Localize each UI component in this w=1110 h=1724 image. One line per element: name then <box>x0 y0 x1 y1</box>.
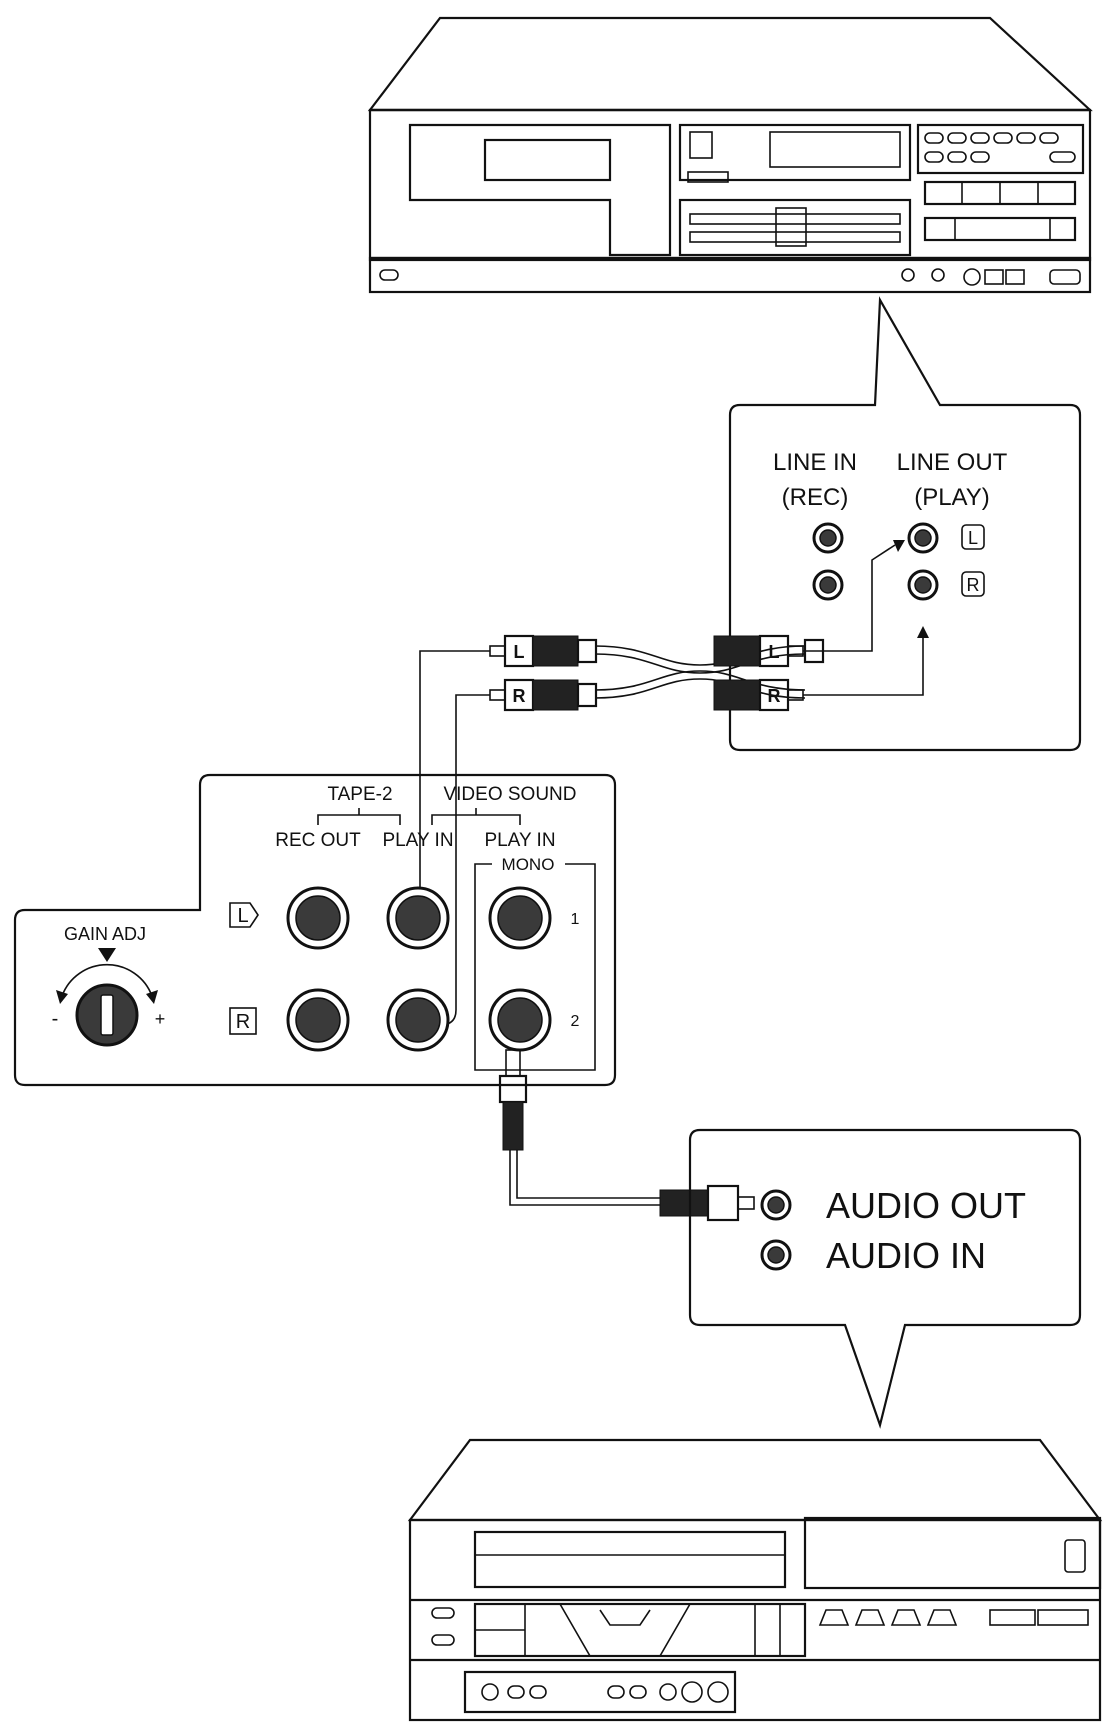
play-in-mono-label: PLAY IN <box>484 830 555 851</box>
plug-l-amp-label: L <box>514 642 525 662</box>
tape2-label: TAPE-2 <box>327 784 392 805</box>
bottom-vcr <box>407 1438 1103 1722</box>
audio-in-jack <box>760 1239 792 1271</box>
line-in-label: LINE IN <box>773 449 857 476</box>
plug-r-deck-label: R <box>768 686 781 706</box>
plug-r-deck-side <box>713 678 804 712</box>
line-out-ch-l-label: L <box>968 528 978 548</box>
line-in-jack-r <box>812 569 844 601</box>
play-in-jack-l <box>386 886 450 950</box>
rec-out-label: REC OUT <box>275 830 361 851</box>
top-tape-deck <box>367 16 1093 294</box>
gain-minus-label: - <box>52 1008 59 1030</box>
rec-out-jack-l <box>286 886 350 950</box>
mono-2-label: 2 <box>571 1013 580 1030</box>
audio-connections-callout: AUDIO OUT AUDIO IN <box>688 1128 1082 1429</box>
plug-l-amp-side <box>489 634 598 668</box>
plug-r-amp-label: R <box>513 686 526 706</box>
plug-l-deck-side <box>713 634 825 668</box>
line-out-jack-r <box>907 569 939 601</box>
row-r-label: R <box>236 1011 250 1033</box>
line-out-jack-l <box>907 522 939 554</box>
play-in-jack-r <box>386 988 450 1052</box>
audio-out-label: AUDIO OUT <box>826 1185 1026 1226</box>
line-connections-callout: LINE IN (REC) LINE OUT (PLAY) L R <box>728 296 1082 752</box>
stereo-rca-cable: L R L R <box>419 540 929 1026</box>
gain-adj-label: GAIN ADJ <box>64 924 146 944</box>
line-in-jack-l <box>812 522 844 554</box>
mono-label: MONO <box>502 855 555 874</box>
line-in-sublabel: (REC) <box>782 484 849 511</box>
gain-adj-knob[interactable] <box>75 983 139 1047</box>
line-out-label: LINE OUT <box>897 449 1008 476</box>
plug-r-amp-side <box>489 678 598 712</box>
line-out-ch-r-label: R <box>967 575 980 595</box>
video-sound-label: VIDEO SOUND <box>443 784 576 805</box>
mono-jack-1 <box>488 886 552 950</box>
mono-jack-2 <box>488 988 552 1052</box>
amplifier-rear-panel: TAPE-2 VIDEO SOUND REC OUT PLAY IN PLAY … <box>13 773 617 1087</box>
mono-rca-cable <box>498 1049 755 1222</box>
line-out-sublabel: (PLAY) <box>914 484 990 511</box>
mono-1-label: 1 <box>571 911 580 928</box>
plug-l-deck-label: L <box>769 642 780 662</box>
audio-in-label: AUDIO IN <box>826 1235 986 1276</box>
audio-out-jack <box>760 1189 792 1221</box>
play-in-label: PLAY IN <box>382 830 453 851</box>
gain-plus-label: + <box>155 1009 166 1029</box>
row-l-label: L <box>237 905 248 927</box>
rec-out-jack-r <box>286 988 350 1052</box>
